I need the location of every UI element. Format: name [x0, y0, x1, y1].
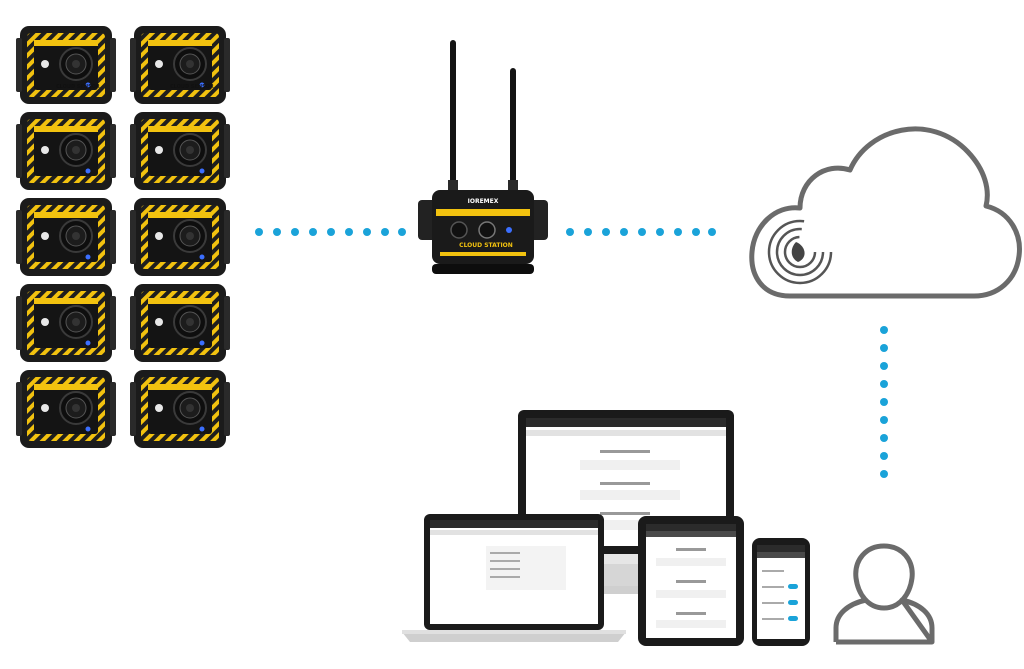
laptop: [402, 514, 626, 642]
sensor-device: [129, 111, 231, 191]
sensor-device: [15, 197, 117, 277]
sensor-device-model: CLOUD SENSOR: [170, 84, 214, 90]
sensor-device: [129, 369, 231, 449]
sensor-device: [15, 283, 117, 363]
sensor-device: [15, 369, 117, 449]
gateway-device: IOREMEX CLOUD STATION: [418, 40, 548, 274]
client-devices: [402, 410, 810, 646]
sensor-device: [15, 111, 117, 191]
sensor-device: CLOUD SENSOR: [129, 25, 231, 105]
smartphone: [752, 538, 810, 646]
tablet: [638, 516, 744, 646]
sensor-device-model: CLOUD SENSOR: [56, 84, 100, 90]
ioremex-logo-icon: [767, 219, 833, 285]
gateway-model: CLOUD STATION: [459, 242, 513, 249]
connector-cloud-to-user: [880, 326, 888, 478]
cloud-icon: [749, 126, 1022, 299]
sensor-device: [129, 197, 231, 277]
sensor-device: [129, 283, 231, 363]
user-icon: [833, 543, 935, 645]
gateway-brand: IOREMEX: [468, 198, 499, 205]
sensor-device-grid: CLOUD SENSOR CLOUD SENSOR: [15, 25, 231, 449]
connector-gateway-to-cloud: [566, 228, 716, 236]
sensor-device: CLOUD SENSOR: [15, 25, 117, 105]
connector-sensors-to-gateway: [255, 228, 406, 236]
